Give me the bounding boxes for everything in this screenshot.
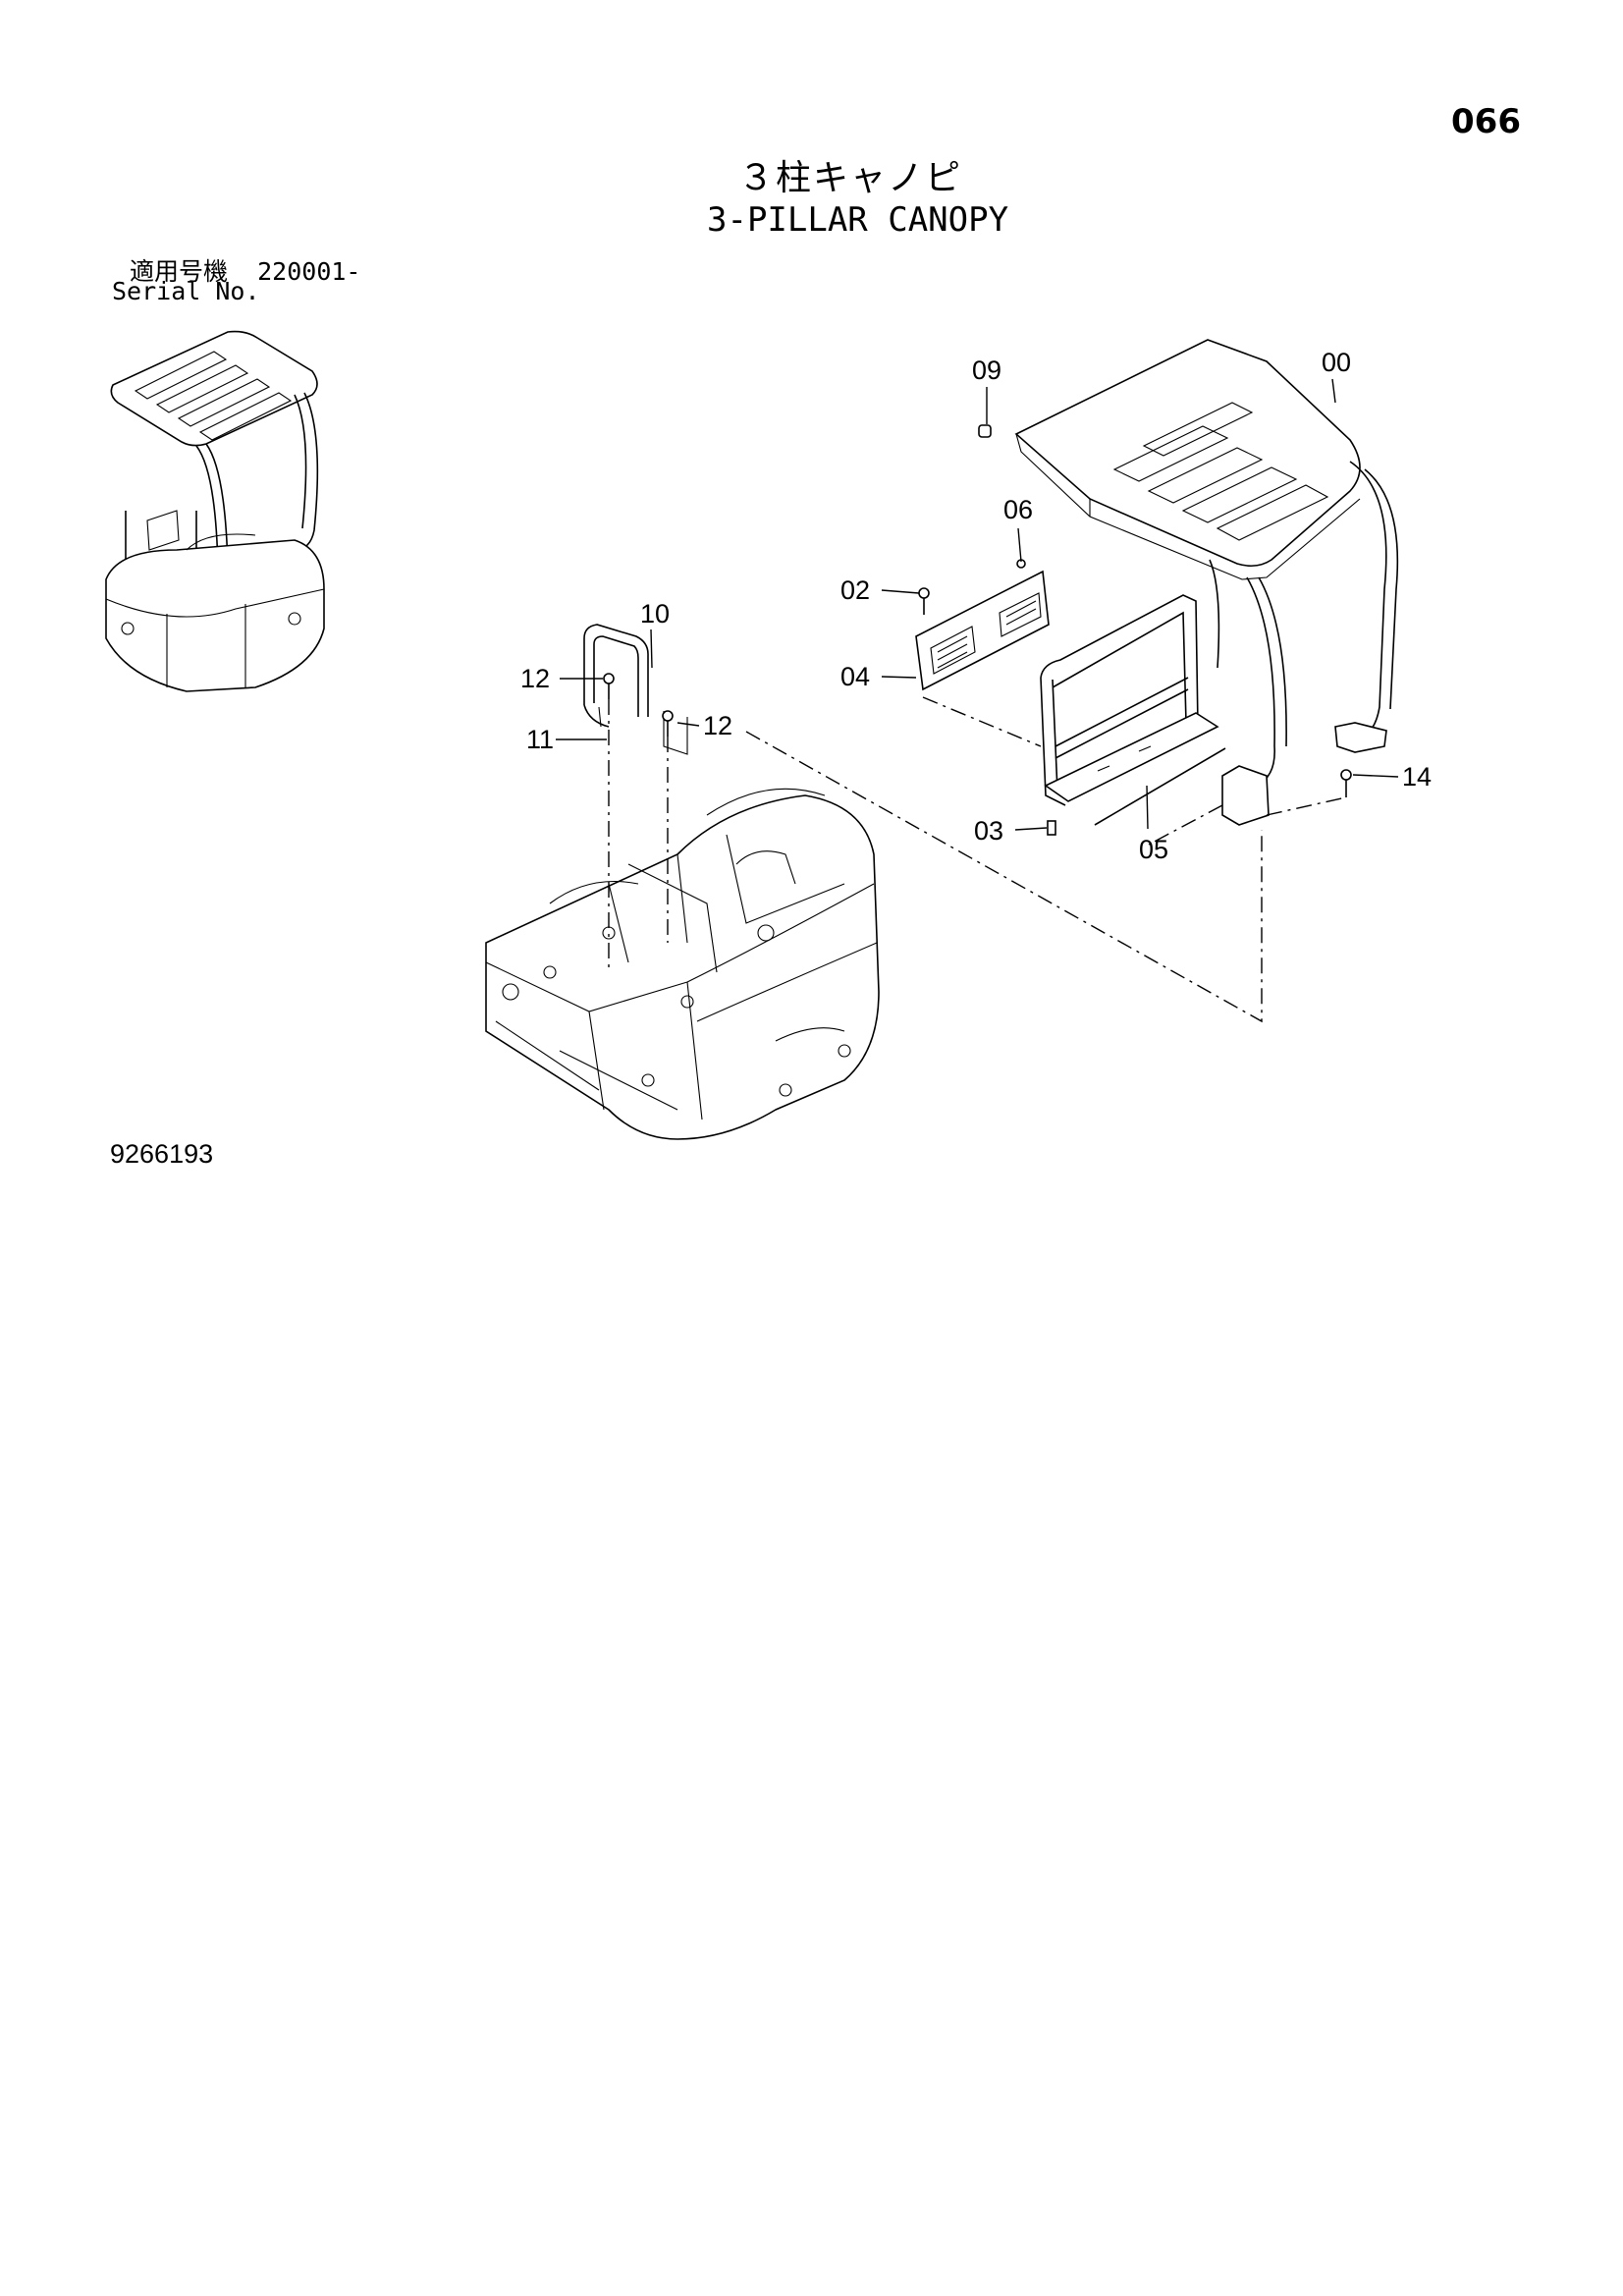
serial-label-english: Serial No. (112, 277, 260, 305)
page-number: 066 (1451, 102, 1521, 141)
overview-thumbnail (105, 330, 325, 692)
callout-02: 02 (840, 575, 870, 605)
drawing-number: 9266193 (110, 1139, 214, 1169)
callout-04: 04 (840, 662, 870, 691)
callout-leaders (556, 378, 1399, 831)
page-title-english: 3-PILLAR CANOPY (707, 200, 1009, 240)
base-body-assembly (485, 788, 880, 1140)
callout-10: 10 (640, 599, 670, 629)
serial-label-japanese: 適用号機 (130, 257, 229, 286)
page-title-japanese: ３柱キャノピ (738, 158, 963, 198)
callout-06: 06 (1003, 495, 1033, 524)
callout-03: 03 (974, 816, 1003, 846)
callout-05: 05 (1139, 835, 1168, 864)
serial-value: 220001- (257, 257, 361, 286)
rear-cover-panel (915, 570, 1050, 691)
callout-09: 09 (972, 355, 1001, 385)
serial-applicable-line: 適用号機 220001- (130, 252, 360, 288)
callout-11: 11 (526, 725, 554, 754)
assembly-guide-lines (608, 696, 1347, 1023)
seal-strip (1094, 747, 1226, 826)
callout-14: 14 (1402, 762, 1432, 792)
callout-12-right: 12 (703, 711, 732, 740)
canopy-assembly (1014, 339, 1399, 826)
callout-00: 00 (1322, 348, 1351, 377)
rear-handrail (583, 624, 688, 755)
hardware-bolts (603, 424, 1352, 836)
callout-12-left: 12 (520, 664, 550, 693)
